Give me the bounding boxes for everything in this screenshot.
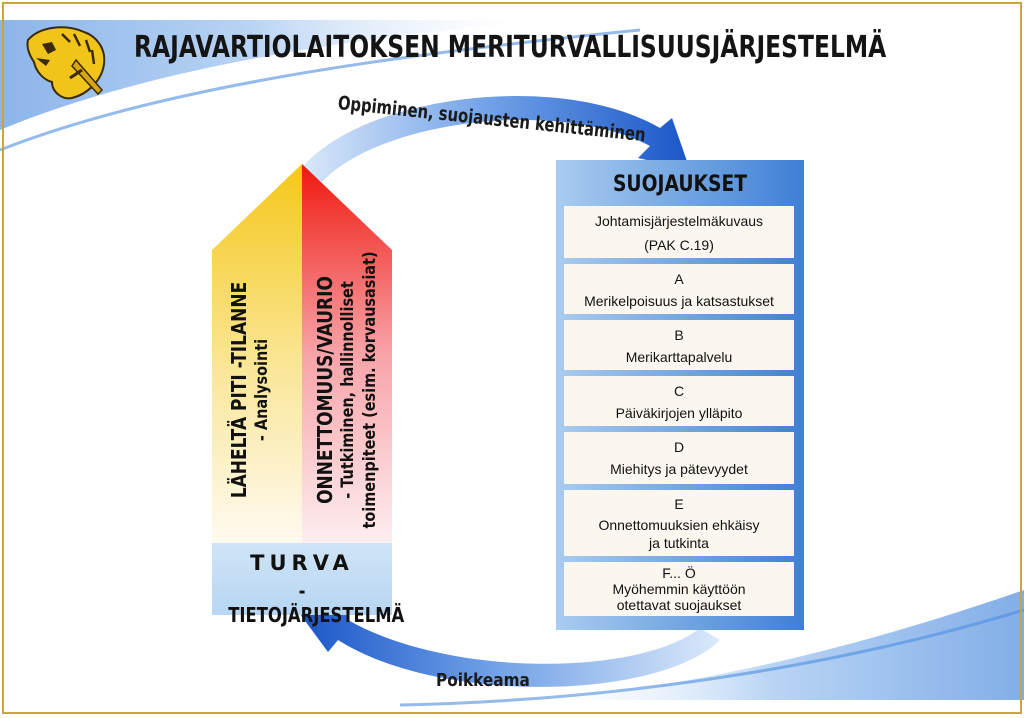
safeguard-item-line: Merikelpoisuus ja katsastukset (584, 293, 774, 309)
safeguard-item-line: B (674, 327, 684, 343)
near-miss-subtitle: - Analysointi (252, 338, 272, 442)
safeguard-item-line: Myöhemmin käyttöön (612, 581, 746, 597)
accident-title: ONNETTOMUUS/VAURIO (313, 276, 337, 504)
safeguard-item: F... Ö Myöhemmin käyttöön otettavat suoj… (564, 562, 794, 616)
safeguard-item-line: A (674, 271, 684, 287)
incident-house (212, 164, 392, 543)
safeguard-item-line: Päiväkirjojen ylläpito (615, 405, 743, 421)
turva-title: TURVA (250, 551, 354, 575)
safeguard-item-line: Johtamisjärjestelmäkuvaus (594, 213, 764, 229)
safeguard-item: A Merikelpoisuus ja katsastukset (564, 264, 794, 314)
bottom-arrow (300, 606, 720, 687)
safeguard-item-line: C (673, 383, 685, 399)
page-title: RAJAVARTIOLAITOKSEN MERITURVALLISUUSJÄRJ… (134, 30, 887, 65)
safeguard-item-line: otettavat suojaukset (616, 597, 742, 613)
safeguard-item-line: Onnettomuuksien ehkäisy (598, 517, 760, 533)
lion-emblem-icon (26, 26, 106, 100)
safeguard-item-line: Miehitys ja pätevyydet (610, 461, 748, 477)
bottom-swoosh (520, 590, 1024, 700)
turva-subtitle: -TIETOJÄRJESTELMÄ (228, 579, 405, 627)
safeguard-item-line: ja tutkinta (649, 535, 709, 551)
bottom-arrow-label: Poikkeama (436, 670, 530, 691)
safeguard-item: C Päiväkirjojen ylläpito (564, 376, 794, 426)
safeguard-item-line: F... Ö (662, 565, 696, 581)
safeguard-item: Johtamisjärjestelmäkuvaus (PAK C.19) (564, 206, 794, 258)
safeguard-item: B Merikarttapalvelu (564, 320, 794, 370)
bottom-swoosh-line (399, 608, 1024, 707)
top-swoosh (0, 20, 560, 130)
safeguard-item-line: E (674, 496, 684, 512)
top-arrow (300, 96, 690, 182)
safeguards-title: SUOJAUKSET (612, 172, 748, 197)
turva-system-box: TURVA -TIETOJÄRJESTELMÄ (212, 543, 404, 627)
safeguard-item: E Onnettomuuksien ehkäisy ja tutkinta (564, 490, 794, 556)
safeguard-item: D Miehitys ja pätevyydet (564, 432, 794, 484)
accident-subtitle-1: - Tutkiminen, hallinnolliset (338, 281, 358, 499)
safeguard-item-line: Merikarttapalvelu (625, 349, 733, 365)
safeguard-item-line: (PAK C.19) (644, 237, 714, 253)
safeguard-item-line: D (673, 439, 685, 455)
top-swoosh-line (0, 28, 641, 152)
accident-subtitle-2: toimenpiteet (esim. korvausasiat) (360, 251, 380, 529)
near-miss-title: LÄHELTÄ PITI -TILANNE (227, 281, 251, 499)
